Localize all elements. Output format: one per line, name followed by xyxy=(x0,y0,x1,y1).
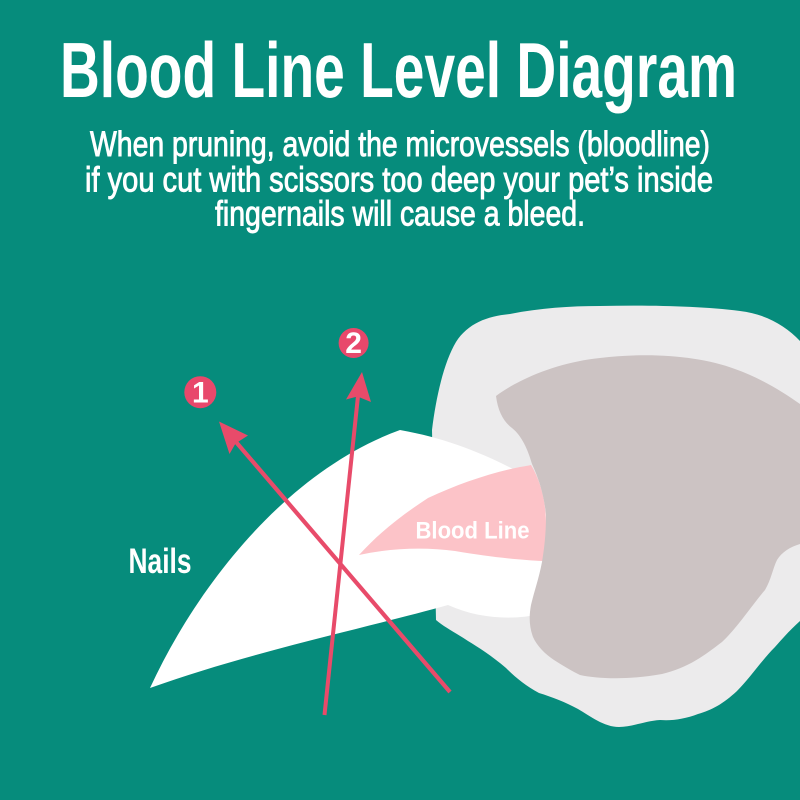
svg-text:Blood Line: Blood Line xyxy=(416,518,530,545)
svg-text:1: 1 xyxy=(192,377,209,410)
svg-text:Nails: Nails xyxy=(129,542,192,581)
svg-text:2: 2 xyxy=(345,327,362,360)
svg-text:fingernails will cause a bleed: fingernails will cause a bleed. xyxy=(215,195,585,234)
svg-text:if you cut with scissors too d: if you cut with scissors too deep your p… xyxy=(85,161,713,200)
svg-text:Blood Line Level Diagram: Blood Line Level Diagram xyxy=(60,26,737,114)
svg-text:When pruning, avoid the microv: When pruning, avoid the microvessels (bl… xyxy=(90,125,710,164)
